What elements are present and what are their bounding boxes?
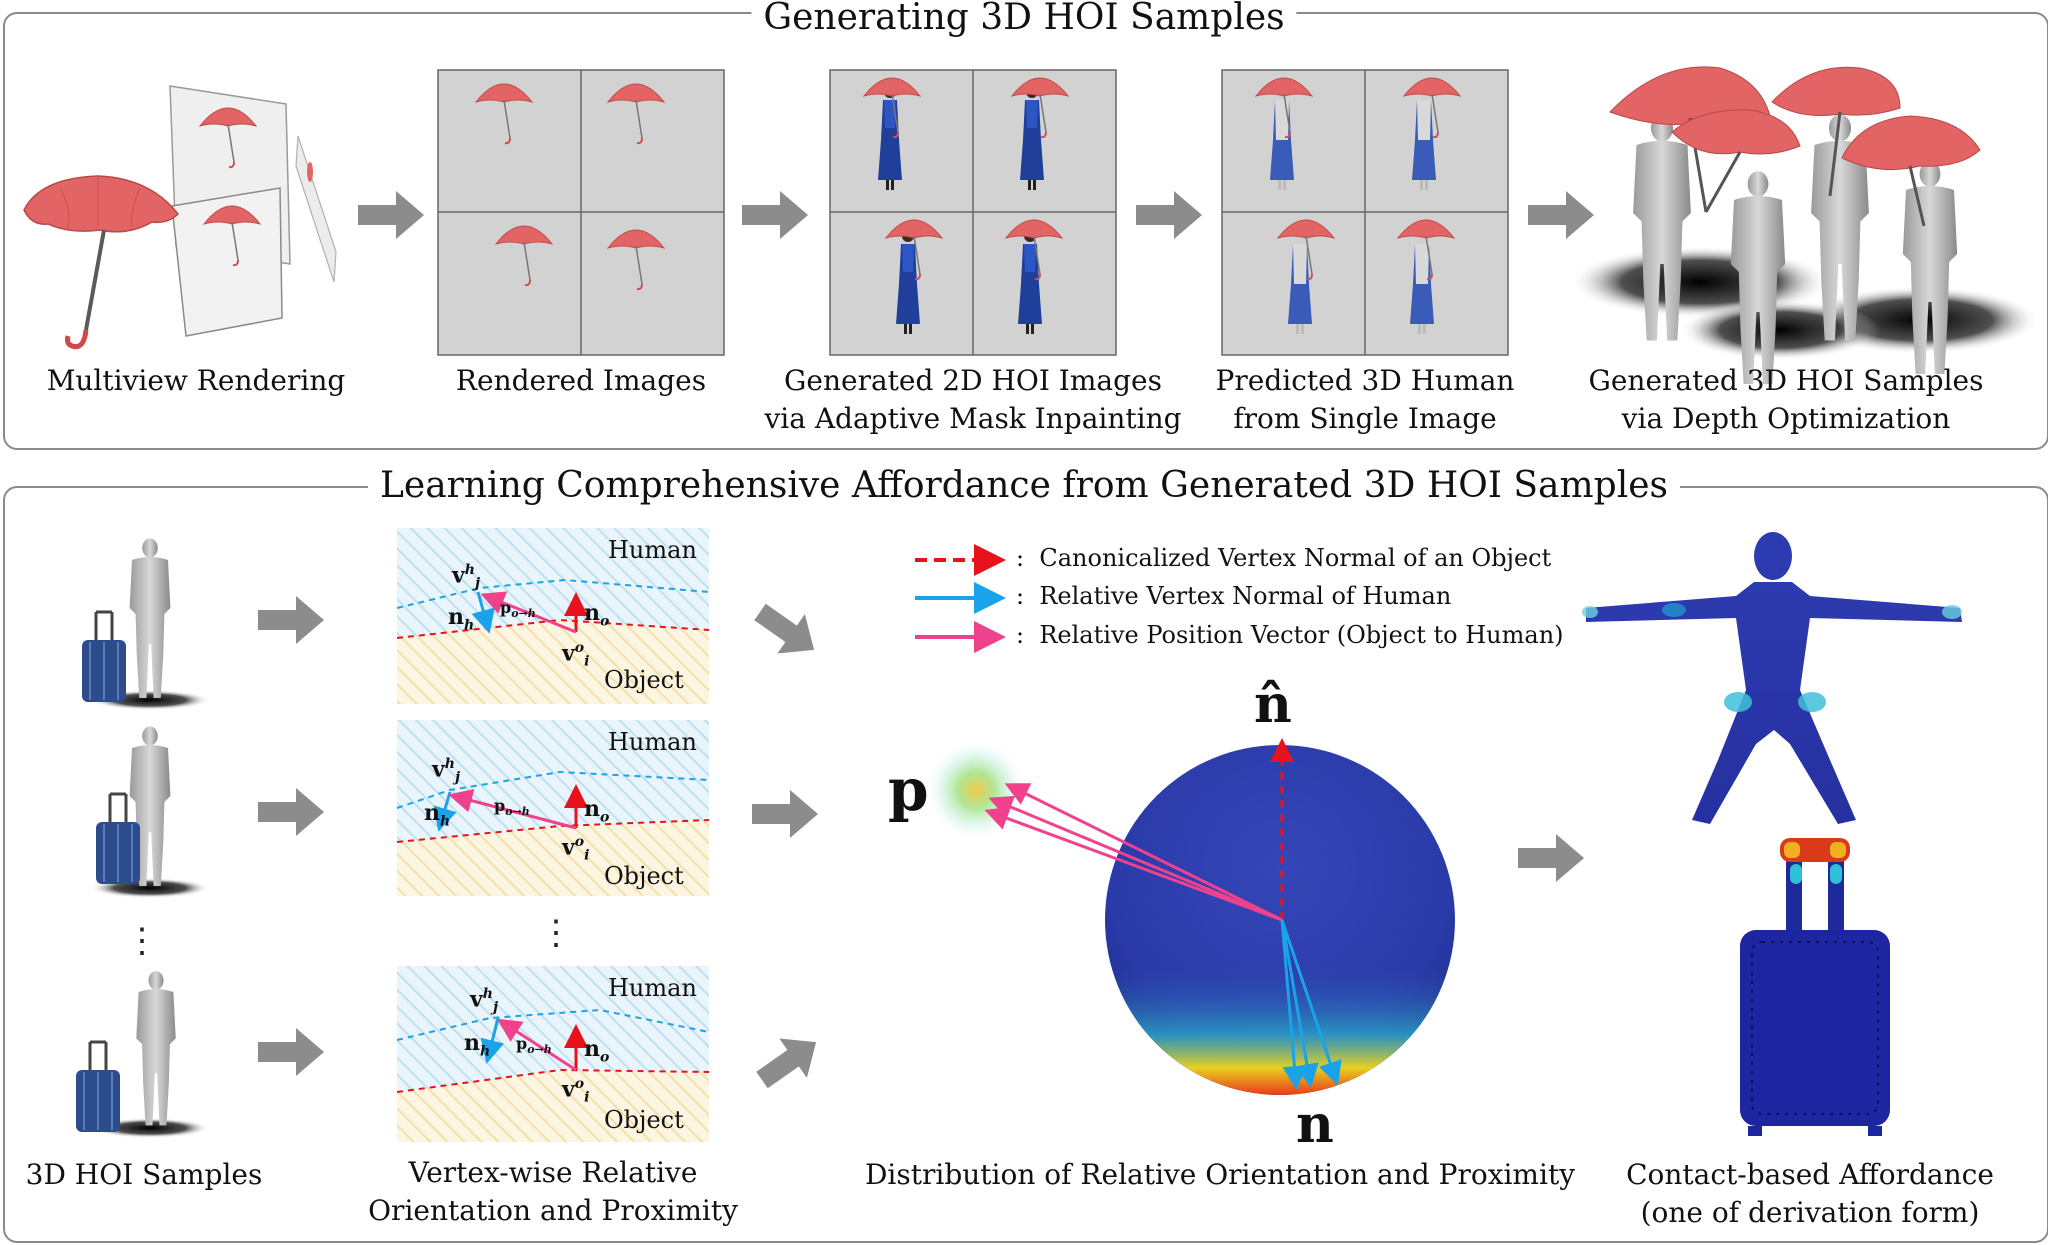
hoi-sample-1 <box>80 538 210 710</box>
arrow-icon <box>258 1028 324 1076</box>
vj-label: vhj <box>470 986 499 1016</box>
orientation-sphere <box>924 738 1455 1095</box>
object-label: Object <box>604 1106 684 1134</box>
n-label: n <box>1296 1094 1334 1155</box>
caption-affordance-line1: Contact-based Affordance <box>1626 1158 1994 1191</box>
vj-label: vhj <box>432 756 461 786</box>
object-label: Object <box>604 862 684 890</box>
caption-generated2d-line2: via Adaptive Mask Inpainting <box>764 402 1182 435</box>
affordance-human-mesh <box>1582 532 1962 824</box>
vi-label: voi <box>562 1076 590 1106</box>
bottom-panel-title: Learning Comprehensive Affordance from G… <box>367 466 1681 506</box>
no-label: no <box>584 796 610 826</box>
nh-label: nh <box>424 800 451 830</box>
vi-label: voi <box>562 834 590 864</box>
arrow-icon <box>258 788 324 836</box>
caption-samples: 3D HOI Samples <box>25 1158 263 1191</box>
caption-affordance-line2: (one of derivation form) <box>1640 1196 1980 1229</box>
arrow-icon <box>746 592 828 670</box>
caption-multiview: Multiview Rendering <box>46 364 346 397</box>
caption-vertex-line1: Vertex-wise Relative <box>408 1156 698 1189</box>
object-label: Object <box>604 666 684 694</box>
caption-generated3d-line2: via Depth Optimization <box>1621 402 1951 435</box>
arrow-icon <box>752 790 818 838</box>
rendered-images-grid <box>437 69 725 356</box>
legend-arrows <box>915 544 1006 653</box>
no-label: no <box>584 600 610 630</box>
diagrams-dots: ⋮ <box>539 913 573 953</box>
human-label: Human <box>608 536 697 564</box>
human-label: Human <box>608 974 697 1002</box>
caption-vertex-line2: Orientation and Proximity <box>368 1194 738 1227</box>
generated-3d-hoi-samples-graphic <box>1570 66 2040 384</box>
arrow-icon <box>1518 834 1584 882</box>
p-label: po→h <box>516 1034 552 1057</box>
p-label: po→h <box>500 598 536 621</box>
legend-item-position-vector: : Relative Position Vector (Object to Hu… <box>1016 621 1564 649</box>
hoi-sample-2 <box>90 726 210 898</box>
arrow-icon <box>358 191 424 239</box>
predicted-3d-human-grid <box>1221 69 1509 356</box>
multiview-rendering-graphic <box>23 85 337 350</box>
vertex-diagram-3 <box>396 966 710 1142</box>
generated-2d-hoi-grid <box>829 69 1117 356</box>
p-label: po→h <box>494 796 530 819</box>
arrow-icon <box>742 191 808 239</box>
caption-generated3d-line1: Generated 3D HOI Samples <box>1588 364 1984 397</box>
hoi-sample-3 <box>74 971 210 1138</box>
arrow-icon <box>1136 191 1202 239</box>
vertex-diagram-1 <box>396 528 710 704</box>
legend-item-object-normal: : Canonicalized Vertex Normal of an Obje… <box>1016 544 1552 572</box>
vj-label: vhj <box>452 562 481 592</box>
arrow-icon <box>748 1022 830 1100</box>
no-label: no <box>584 1036 610 1066</box>
n-hat-label: n̂ <box>1254 674 1292 735</box>
nh-label: nh <box>464 1030 491 1060</box>
human-label: Human <box>608 728 697 756</box>
affordance-suitcase-mesh <box>1740 838 1890 1136</box>
nh-label: nh <box>448 604 475 634</box>
vertex-diagram-2 <box>396 720 710 896</box>
p-label: p <box>888 756 929 824</box>
caption-rendered: Rendered Images <box>455 364 707 397</box>
caption-predicted-line1: Predicted 3D Human <box>1215 364 1515 397</box>
caption-predicted-line2: from Single Image <box>1233 402 1497 435</box>
vi-label: voi <box>562 640 590 670</box>
caption-distribution: Distribution of Relative Orientation and… <box>864 1158 1576 1191</box>
top-panel-title: Generating 3D HOI Samples <box>751 0 1297 38</box>
arrow-icon <box>1528 191 1594 239</box>
legend-item-human-normal: : Relative Vertex Normal of Human <box>1016 582 1452 610</box>
caption-generated2d-line1: Generated 2D HOI Images <box>784 364 1162 397</box>
samples-dots: ⋮ <box>125 921 159 961</box>
arrow-icon <box>258 596 324 644</box>
